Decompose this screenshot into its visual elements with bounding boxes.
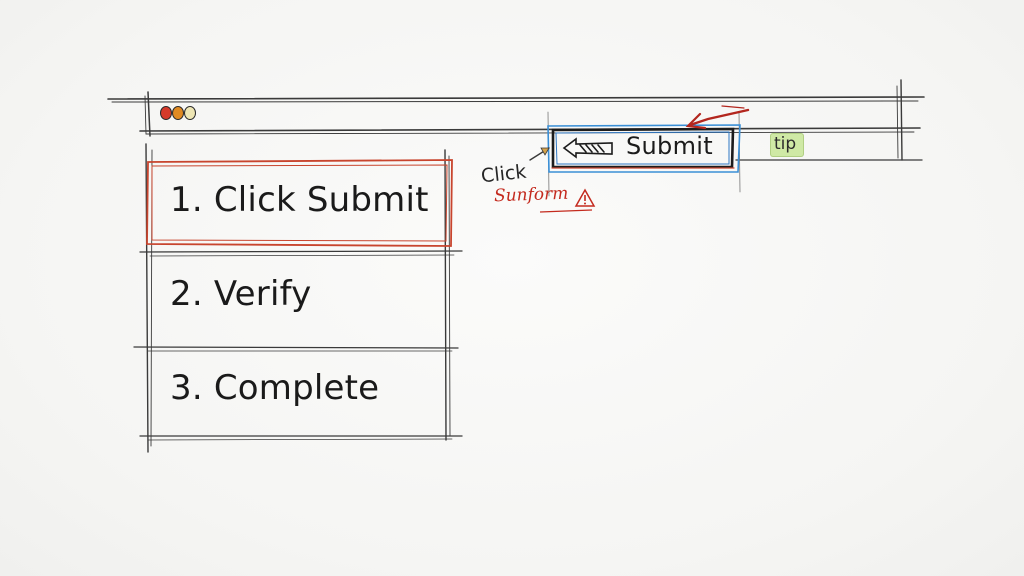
submit-label: Submit bbox=[626, 132, 713, 160]
zoom-window-icon[interactable] bbox=[184, 106, 196, 120]
step-item-1[interactable]: 1. Click Submit bbox=[150, 162, 446, 246]
arrow-left-icon bbox=[562, 137, 613, 159]
click-annotation: Click bbox=[479, 160, 528, 188]
minimize-window-icon[interactable] bbox=[172, 106, 184, 120]
step-item-2[interactable]: 2. Verify bbox=[150, 256, 446, 340]
scribble-annotation: Sunform bbox=[493, 183, 569, 207]
tip-label: tip bbox=[774, 134, 797, 154]
warning-icon bbox=[574, 188, 596, 207]
window-title-bar bbox=[148, 98, 904, 132]
close-window-icon[interactable] bbox=[160, 106, 172, 120]
step-label: 1. Click Submit bbox=[170, 180, 429, 220]
step-item-3[interactable]: 3. Complete bbox=[150, 350, 446, 434]
submit-button[interactable]: Submit bbox=[550, 128, 736, 168]
step-label: 2. Verify bbox=[170, 274, 312, 314]
step-label: 3. Complete bbox=[170, 368, 380, 408]
tip-badge[interactable]: tip bbox=[770, 133, 804, 157]
